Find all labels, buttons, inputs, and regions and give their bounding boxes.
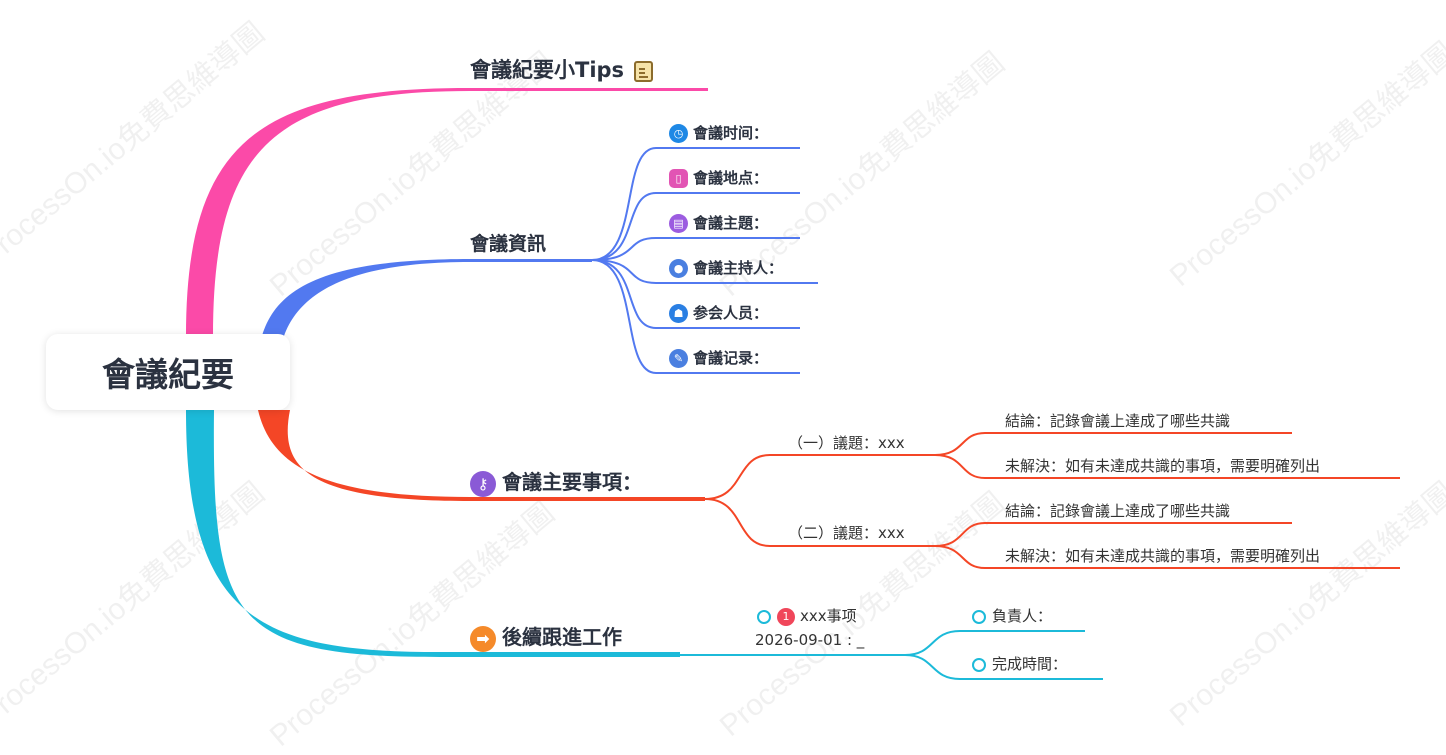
phone-icon: ▯ — [669, 169, 688, 188]
main-sub-lines — [704, 432, 1400, 569]
topic-2-conclusion[interactable]: 結論：記錄會議上達成了哪些共識 — [1005, 502, 1231, 520]
topic-1-conclusion[interactable]: 結論：記錄會議上達成了哪些共識 — [1005, 412, 1231, 430]
task-done-time[interactable]: 完成時間： — [972, 653, 1067, 674]
priority-badge: 1 — [777, 607, 795, 626]
topic-followup-label: 後續跟進工作 — [502, 625, 622, 649]
topic-1[interactable]: （一）議題：xxx — [788, 434, 905, 452]
task-owner-label: 負責人： — [992, 607, 1053, 625]
arrow-right-icon: ➡ — [470, 625, 496, 652]
info-item-label: 會議地点： — [693, 169, 769, 187]
task-title: xxx事项 — [800, 607, 857, 625]
group-icon: ☗ — [669, 304, 688, 323]
info-item-label: 會議主題： — [693, 214, 769, 232]
task-owner[interactable]: 負責人： — [972, 605, 1052, 626]
info-item-host[interactable]: ● 會議主持人： — [669, 257, 783, 278]
task-checkbox-icon[interactable] — [972, 609, 986, 624]
info-item-label: 参会人员： — [693, 304, 769, 322]
topic-2[interactable]: （二）議題：xxx — [788, 524, 905, 542]
task-checkbox-icon[interactable] — [972, 657, 986, 672]
branch-tips-curve — [186, 88, 708, 336]
clock-icon: ◷ — [669, 124, 688, 143]
calendar-icon: ▤ — [669, 214, 688, 233]
info-item-attendees[interactable]: ☗ 参会人员： — [669, 302, 768, 323]
info-item-subject[interactable]: ▤ 會議主題： — [669, 212, 768, 233]
info-item-label: 會議记录： — [693, 349, 769, 367]
info-item-place[interactable]: ▯ 會議地点： — [669, 167, 768, 188]
topic-info[interactable]: 會議資訊 — [470, 233, 547, 255]
root-node[interactable]: 會議紀要 — [46, 334, 290, 410]
info-item-label: 會議主持人： — [693, 259, 784, 277]
info-sub-lines — [591, 147, 818, 374]
topic-1-unresolved[interactable]: 未解決：如有未達成共識的事項，需要明確列出 — [1005, 457, 1321, 475]
topic-main-items[interactable]: ⚷會議主要事項： — [470, 466, 642, 497]
document-icon — [634, 60, 654, 82]
topic-tips-label: 會議紀要小Tips — [470, 58, 625, 82]
topic-tips[interactable]: 會議紀要小Tips — [470, 54, 654, 84]
info-item-record[interactable]: ✎ 會議记录： — [669, 347, 768, 368]
branch-info-curve — [262, 259, 592, 336]
task-header[interactable]: 1 xxx事项 — [757, 605, 857, 626]
info-item-time[interactable]: ◷ 會議时间： — [669, 122, 768, 143]
key-icon: ⚷ — [470, 470, 496, 497]
task-done-label: 完成時間： — [992, 655, 1068, 673]
topic-2-unresolved[interactable]: 未解決：如有未達成共識的事項，需要明確列出 — [1005, 547, 1321, 565]
followup-sub-lines — [680, 630, 1103, 680]
topic-main-items-label: 會議主要事項： — [502, 470, 642, 494]
pencil-icon: ✎ — [669, 349, 688, 368]
info-item-label: 會議时间： — [693, 124, 769, 142]
topic-followup[interactable]: ➡後續跟進工作 — [470, 621, 622, 652]
branch-followup-curve — [186, 410, 680, 657]
task-date: 2026-09-01 : _ — [755, 631, 865, 649]
task-checkbox-icon[interactable] — [757, 609, 771, 624]
user-icon: ● — [669, 259, 688, 278]
